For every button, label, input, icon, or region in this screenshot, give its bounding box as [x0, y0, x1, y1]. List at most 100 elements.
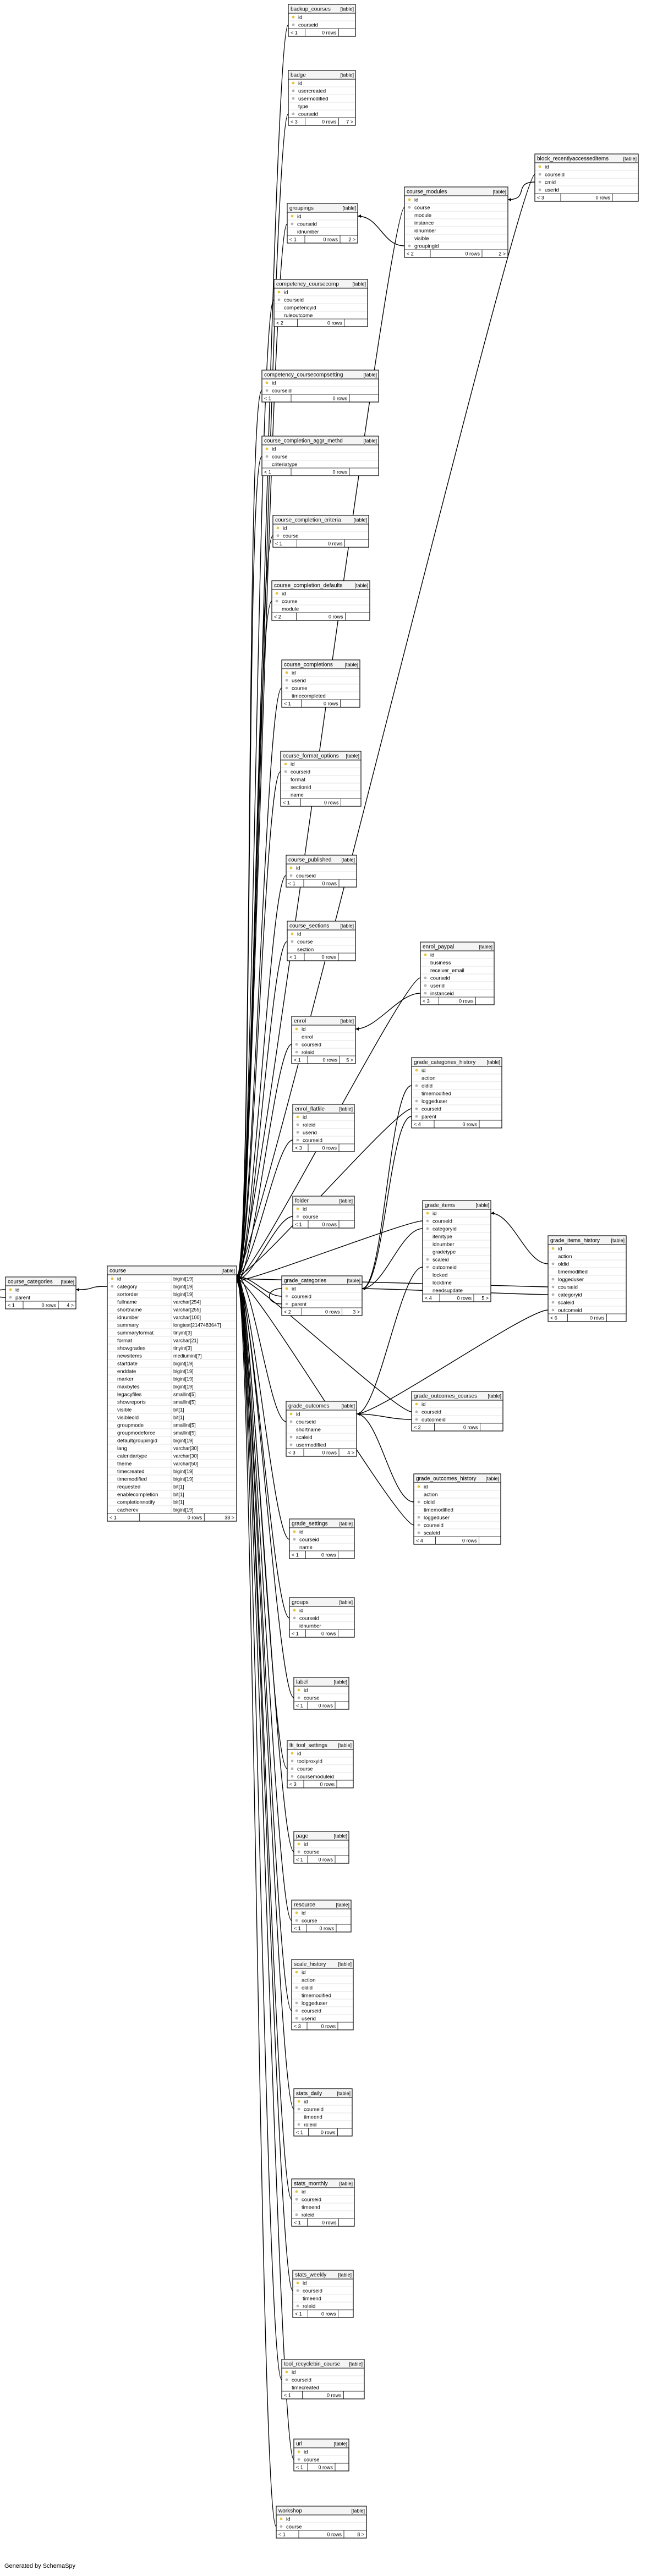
table-name[interactable]: grade_outcomes_history: [416, 1476, 477, 1482]
table-name[interactable]: grade_items: [425, 1203, 455, 1209]
primary-key-icon: [297, 1688, 300, 1692]
table-grade-outcomes-history[interactable]: grade_outcomes_history[table]idactionold…: [413, 1473, 501, 1545]
column-name: timemodified: [424, 1507, 453, 1513]
foreign-key-icon: [291, 1775, 294, 1778]
column-name: locktime: [433, 1280, 452, 1286]
table-stats-weekly[interactable]: stats_weekly[table]idcourseidtimeendrole…: [292, 2270, 354, 2318]
table-name[interactable]: course_completions: [284, 662, 333, 668]
table-name[interactable]: stats_daily: [296, 2091, 322, 2097]
table-name[interactable]: grade_settings: [292, 1521, 328, 1527]
table-name[interactable]: folder: [295, 1198, 309, 1204]
table-name[interactable]: grade_outcomes: [288, 1403, 330, 1410]
table-grade-outcomes[interactable]: grade_outcomes[table]idcourseidshortname…: [286, 1401, 357, 1457]
table-name[interactable]: label: [296, 1680, 308, 1686]
table-name[interactable]: course_completion_defaults: [274, 583, 343, 589]
table-name[interactable]: backup_courses: [291, 7, 331, 13]
table-name[interactable]: enrol_flatfile: [295, 1107, 325, 1113]
table-stats-monthly[interactable]: stats_monthly[table]idcourseidtimeendrol…: [291, 2178, 355, 2227]
table-name[interactable]: course: [110, 1268, 126, 1274]
table-name[interactable]: course_sections: [289, 923, 329, 929]
table-name[interactable]: grade_categories: [284, 1278, 326, 1284]
table-grade-items[interactable]: grade_items[table]idcourseidcategoryidit…: [422, 1200, 491, 1302]
table-name[interactable]: course_modules: [407, 189, 447, 195]
table-grade-categories-history[interactable]: grade_categories_history[table]idactiono…: [411, 1057, 502, 1129]
table-block-recent[interactable]: block_recentlyaccesseditems[table]idcour…: [534, 153, 639, 202]
table-name[interactable]: grade_outcomes_courses: [414, 1394, 477, 1400]
table-name[interactable]: workshop: [278, 2508, 302, 2514]
table-competency-coursecomp[interactable]: competency_coursecomp[table]idcourseidco…: [273, 279, 368, 327]
table-scale-history[interactable]: scale_history[table]idactionoldidtimemod…: [291, 1959, 354, 2030]
table-name[interactable]: competency_coursecomp: [276, 282, 339, 288]
table-name[interactable]: tool_recyclebin_course: [284, 2362, 341, 2368]
table-lti-tool-settings[interactable]: lti_tool_settings[table]idtoolproxyidcou…: [287, 1740, 354, 1788]
table-name[interactable]: grade_categories_history: [414, 1060, 475, 1066]
table-name[interactable]: course_completion_criteria: [275, 518, 341, 524]
foreign-key-icon: [417, 1523, 420, 1527]
table-name[interactable]: course_completion_aggr_methd: [264, 438, 343, 444]
table-course-completions[interactable]: course_completions[table]iduseridcourset…: [281, 659, 360, 708]
table-name[interactable]: groups: [292, 1600, 309, 1606]
table-tool-recyclebin-course[interactable]: tool_recyclebin_course[table]idcourseidt…: [281, 2359, 365, 2399]
foreign-key-icon: [265, 389, 269, 392]
table-grade-outcomes-courses[interactable]: grade_outcomes_courses[table]idcourseido…: [411, 1391, 503, 1432]
column-type: bigint[19]: [173, 1507, 194, 1513]
table-stats-daily[interactable]: stats_daily[table]idcourseidtimeendrolei…: [293, 2088, 353, 2137]
row-count: 0 rows: [323, 237, 338, 243]
table-enrol-paypal[interactable]: enrol_paypal[table]idbusinessreceiver_em…: [420, 942, 495, 1005]
row-count: 0 rows: [332, 470, 347, 475]
column-name: calendartype: [117, 1454, 147, 1460]
table-name[interactable]: enrol_paypal: [423, 944, 454, 950]
table-course-completion-criteria[interactable]: course_completion_criteria[table]idcours…: [272, 515, 369, 548]
table-name[interactable]: course_format_options: [283, 753, 339, 759]
children-count: 8 >: [357, 2532, 364, 2538]
table-name[interactable]: page: [296, 1834, 309, 1840]
table-name[interactable]: badge: [291, 73, 306, 79]
table-course-modules[interactable]: course_modules[table]idcoursemoduleinsta…: [404, 186, 508, 258]
table-name[interactable]: grade_items_history: [550, 1238, 600, 1244]
table-grade-items-history[interactable]: grade_items_history[table]idactionoldidt…: [548, 1235, 627, 1322]
table-badge[interactable]: badge[table]idusercreatedusermodifiedtyp…: [288, 70, 356, 126]
primary-key-icon: [297, 2450, 300, 2453]
table-name[interactable]: stats_weekly: [295, 2272, 326, 2278]
table-grade-categories[interactable]: grade_categories[table]idcourseidparent<…: [281, 1275, 363, 1316]
table-competency-coursecompsetting[interactable]: competency_coursecompsetting[table]idcou…: [261, 370, 379, 403]
table-name[interactable]: resource: [294, 1902, 315, 1908]
column-name: roleid: [303, 2304, 315, 2310]
table-name[interactable]: enrol: [294, 1019, 306, 1025]
table-name[interactable]: course_published: [288, 857, 331, 863]
table-name[interactable]: competency_coursecompsetting: [264, 372, 343, 378]
column-name: format: [117, 1338, 132, 1344]
table-course-completion-defaults[interactable]: course_completion_defaults[table]idcours…: [271, 580, 370, 621]
table-course-completion-aggr[interactable]: course_completion_aggr_methd[table]idcou…: [261, 436, 379, 476]
table-name[interactable]: lti_tool_settings: [289, 1743, 327, 1749]
table-name[interactable]: groupings: [289, 206, 314, 212]
table-name[interactable]: course_categories: [8, 1279, 53, 1285]
table-name[interactable]: block_recentlyaccesseditems: [537, 156, 609, 162]
table-name[interactable]: stats_monthly: [294, 2181, 328, 2187]
table-enrol-flatfile[interactable]: enrol_flatfile[table]idroleiduseridcours…: [292, 1104, 355, 1152]
table-tag: [table]: [611, 1238, 625, 1243]
table-name[interactable]: url: [296, 2441, 302, 2447]
foreign-key-icon: [538, 180, 541, 184]
column-name: module: [282, 607, 299, 613]
column-type: varchar[21]: [173, 1338, 198, 1344]
column-name: category: [117, 1284, 138, 1290]
table-course-format-options[interactable]: course_format_options[table]idcourseidfo…: [280, 751, 362, 807]
row-count: 0 rows: [462, 1122, 477, 1127]
table-name[interactable]: scale_history: [294, 1962, 326, 1968]
